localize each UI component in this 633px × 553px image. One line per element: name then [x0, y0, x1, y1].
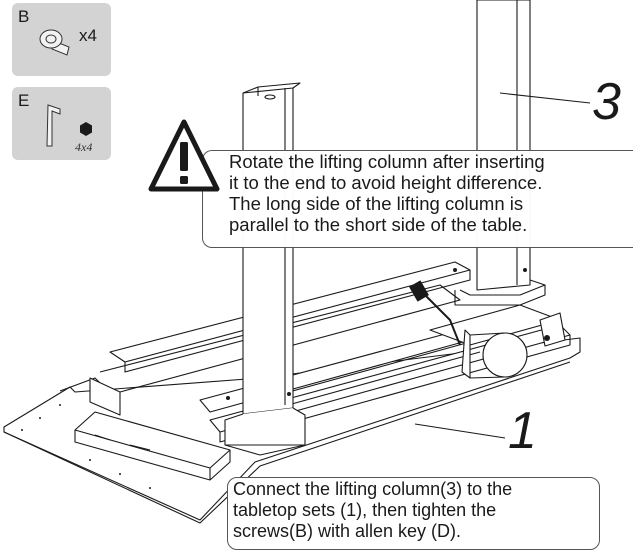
callout-number-1: 1: [508, 402, 537, 460]
warning-text: Rotate the lifting column after insertin…: [229, 151, 545, 235]
warning-callout: [202, 150, 633, 248]
warning-line: The long side of the lifting column is: [229, 193, 524, 214]
part-size-e: 4x4: [75, 140, 93, 154]
instruction-line: screws(B) with allen key (D).: [233, 521, 462, 541]
instruction-line: tabletop sets (1), then tighten the: [233, 500, 497, 520]
part-card-b: B x4: [12, 3, 111, 76]
part-letter-e: E: [18, 91, 30, 110]
flange-screw-icon: [39, 29, 70, 56]
callout-number-3: 3: [592, 73, 621, 131]
part-card-e: E 4x4: [12, 87, 111, 160]
instruction-line: Connect the lifting column(3) to the: [233, 479, 513, 499]
warning-triangle-icon: [148, 119, 220, 192]
instruction-text: Connect the lifting column(3) to the tab…: [233, 479, 512, 542]
leader-line-3: [499, 92, 591, 104]
part-letter-b: B: [18, 7, 30, 26]
warning-line: Rotate the lifting column after insertin…: [229, 151, 545, 172]
instruction-callout: [227, 477, 600, 550]
hex-icon: [80, 122, 92, 136]
allen-key-icon: [46, 104, 61, 147]
warning-line: it to the end to avoid height difference…: [229, 172, 543, 193]
leader-line-1: [414, 423, 506, 439]
part-quantity-b: x4: [79, 26, 97, 45]
warning-line: parallel to the short side of the table.: [229, 214, 528, 235]
